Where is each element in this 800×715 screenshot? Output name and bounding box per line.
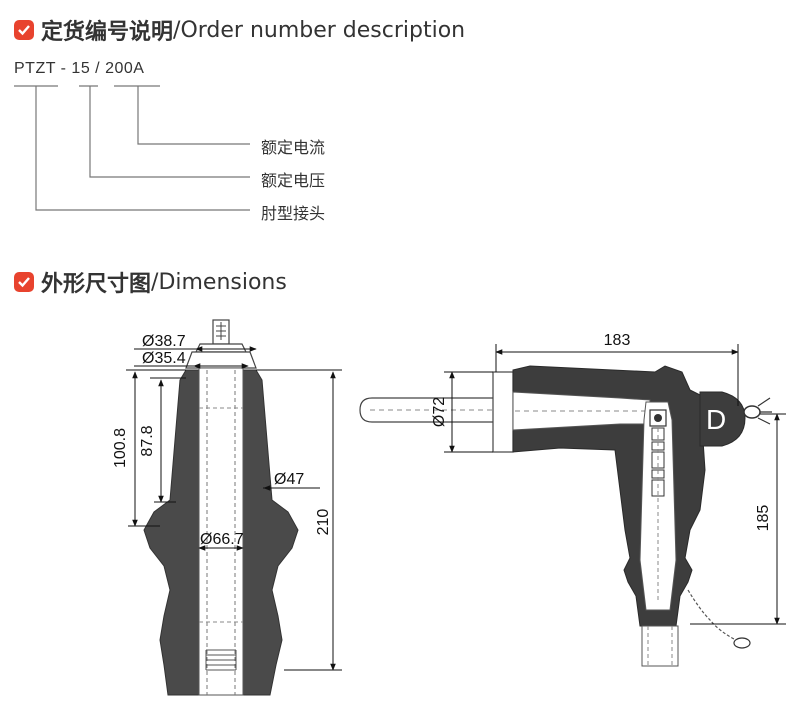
order-code: PTZT - 15 / 200A — [14, 60, 144, 78]
code-part-current: 200A — [105, 60, 145, 77]
dim-label-d47: Ø47 — [274, 471, 304, 488]
dim-label-h100: 100.8 — [112, 428, 129, 468]
bushing-side-view — [143, 319, 299, 696]
code-sep-2: / — [90, 60, 106, 77]
order-section-title: 定货编号说明 / Order number description — [14, 14, 465, 46]
dim-label-d72: Ø72 — [431, 397, 448, 427]
dim-label-d38: Ø38.7 — [142, 333, 186, 350]
order-title-en: Order number description — [180, 17, 466, 43]
code-part-voltage: 15 — [71, 60, 91, 77]
label-elbow-connector: 肘型接头 — [261, 204, 326, 223]
order-title-cn: 定货编号说明 — [41, 20, 174, 45]
dimensions-section-title: 外形尺寸图 / Dimensions — [14, 266, 287, 298]
cap-letter: D — [706, 404, 726, 435]
order-title-sep: / — [173, 17, 181, 43]
check-badge-icon — [14, 20, 34, 40]
dim-label-w183: 183 — [604, 332, 631, 349]
probe — [359, 397, 501, 423]
cable — [641, 625, 679, 667]
dim-label-d35: Ø35.4 — [142, 350, 186, 367]
dimensions-title-sep: / — [151, 269, 159, 295]
code-part-type: PTZT — [14, 60, 56, 77]
dim-label-h185: 185 — [755, 505, 772, 532]
elbow-connector-view: D — [359, 365, 772, 667]
dimensions-title-en: Dimensions — [158, 269, 287, 295]
dim-label-h87: 87.8 — [139, 425, 156, 456]
label-rated-current: 额定电流 — [261, 138, 326, 157]
check-badge-icon — [14, 272, 34, 292]
bushing-bore — [198, 367, 244, 696]
order-code-leader-lines — [14, 85, 250, 211]
dimensions-title-cn: 外形尺寸图 — [41, 272, 152, 297]
dim-label-h210: 210 — [315, 509, 332, 536]
label-rated-voltage: 额定电压 — [261, 171, 326, 190]
dim-label-d66: Ø66.7 — [200, 531, 244, 548]
code-sep-1: - — [55, 60, 72, 77]
